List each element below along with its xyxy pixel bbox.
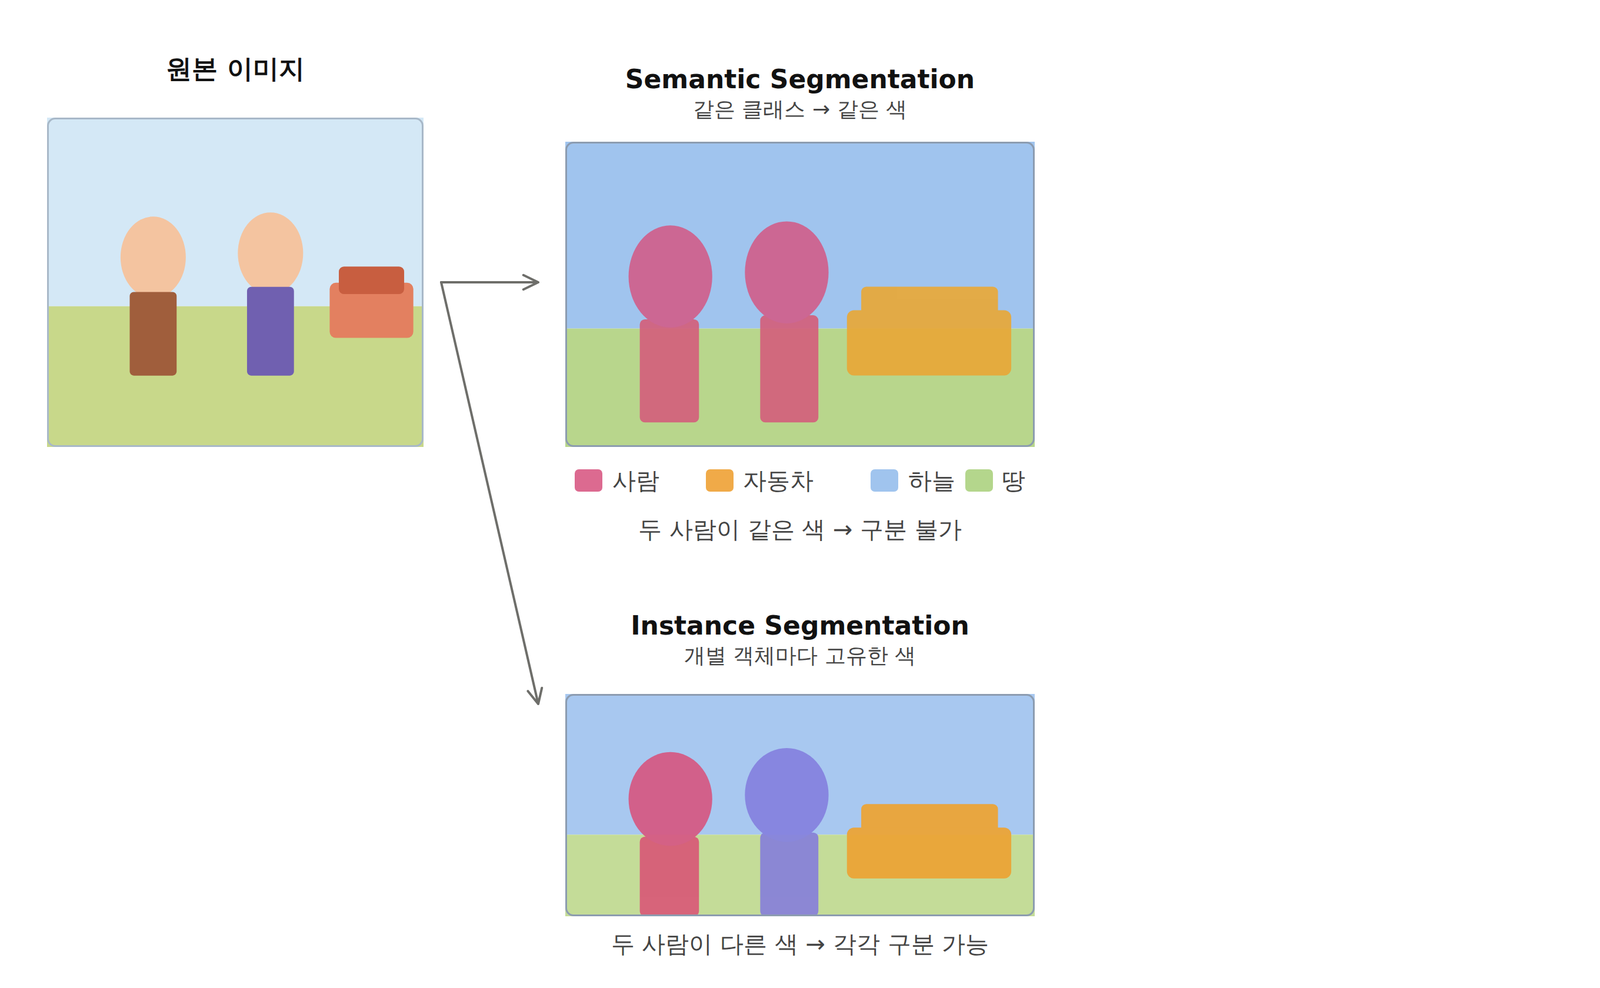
legend-swatch xyxy=(705,469,734,492)
panel-subtitle: 개별 객체마다 고유한 색 xyxy=(449,642,1151,670)
instance-illustration xyxy=(565,694,1035,917)
legend-swatch xyxy=(574,469,603,492)
panel-heading-group: Semantic Segmentation같은 클래스 → 같은 색 xyxy=(449,62,1151,124)
legend-swatch xyxy=(870,469,899,492)
flow-arrow xyxy=(441,275,539,290)
legend-swatch xyxy=(965,469,993,492)
legend-text: 사람 xyxy=(612,464,660,498)
image-panel: 원본 이미지 xyxy=(47,117,424,448)
panel-heading-group: 원본 이미지 xyxy=(0,51,540,86)
original-illustration xyxy=(47,117,424,448)
panel-subtitle: 같은 클래스 → 같은 색 xyxy=(449,95,1151,124)
note-text: 두 사람이 같은 색 → 구분 불가 xyxy=(638,513,962,546)
panel-heading-group: Instance Segmentation개별 객체마다 고유한 색 xyxy=(449,608,1151,670)
image-panel: Semantic Segmentation같은 클래스 → 같은 색 xyxy=(565,141,1035,448)
semantic-illustration xyxy=(565,141,1035,448)
panel-heading: 원본 이미지 xyxy=(0,51,540,86)
note-text: 두 사람이 다른 색 → 각각 구분 가능 xyxy=(611,928,990,961)
image-panel: Instance Segmentation개별 객체마다 고유한 색 xyxy=(565,694,1035,917)
flow-arrow xyxy=(441,282,542,705)
legend-text: 하늘 xyxy=(908,464,956,498)
panel-heading: Instance Segmentation xyxy=(449,608,1151,643)
legend-text: 자동차 xyxy=(742,464,814,498)
legend-text: 땅 xyxy=(1001,464,1026,498)
panel-heading: Semantic Segmentation xyxy=(449,62,1151,96)
